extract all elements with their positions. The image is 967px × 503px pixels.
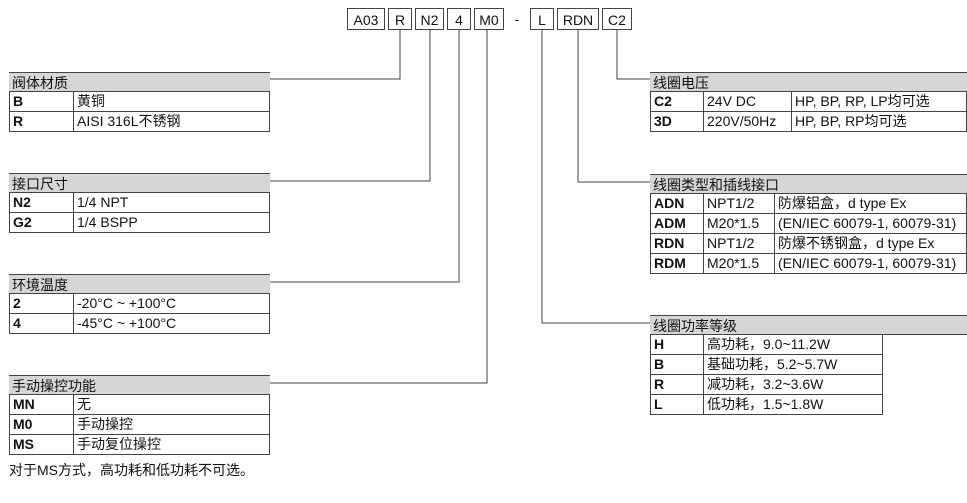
option-code: RDM xyxy=(651,254,704,273)
code-segment-port-size: N2 xyxy=(415,8,444,30)
table-row: MN 无 xyxy=(9,395,270,415)
option-code: G2 xyxy=(10,213,74,232)
option-code: B xyxy=(651,355,704,374)
code-segment-ambient-temp: 4 xyxy=(447,8,471,30)
option-conduit: NPT1/2 xyxy=(704,234,775,253)
table-title: 接口尺寸 xyxy=(9,173,270,193)
option-voltage: 220V/50Hz xyxy=(704,112,792,131)
option-code: 3D xyxy=(651,112,704,131)
option-desc: 黄铜 xyxy=(77,93,105,109)
footnote: 对于MS方式，高功耗和低功耗不可选。 xyxy=(9,462,254,478)
option-code: N2 xyxy=(10,193,74,212)
table-coil-type: 线圈类型和插线接口 ADN NPT1/2 防爆铝盒，d type Ex ADM … xyxy=(650,174,967,274)
table-row: ADM M20*1.5 (EN/IEC 60079-1, 60079-31) xyxy=(650,214,967,234)
code-separator: - xyxy=(514,11,520,27)
option-desc: 1/4 BSPP xyxy=(77,214,138,230)
option-code: ADN xyxy=(651,194,704,213)
table-row: RDM M20*1.5 (EN/IEC 60079-1, 60079-31) xyxy=(650,254,967,274)
option-power-classes: HP, BP, RP, LP均可选 xyxy=(795,93,930,109)
table-title: 线圈类型和插线接口 xyxy=(650,174,967,194)
code-segment-coil-type: RDN xyxy=(557,8,599,30)
option-desc: (EN/IEC 60079-1, 60079-31) xyxy=(778,215,957,231)
table-row: B 黄铜 xyxy=(9,92,270,112)
table-row: 3D 220V/50Hz HP, BP, RP均可选 xyxy=(650,112,967,132)
table-title: 环境温度 xyxy=(9,274,270,294)
option-desc: (EN/IEC 60079-1, 60079-31) xyxy=(778,255,957,271)
table-row: 4 -45°C ~ +100°C xyxy=(9,314,270,334)
table-coil-voltage: 线圈电压 C2 24V DC HP, BP, RP, LP均可选 3D 220V… xyxy=(650,72,967,132)
code-segment-body-material: R xyxy=(388,8,412,30)
option-desc: 1/4 NPT xyxy=(77,194,129,210)
option-code: 2 xyxy=(10,294,74,313)
code-segment-coil-voltage: C2 xyxy=(602,8,632,30)
table-title: 手动操控功能 xyxy=(9,375,270,395)
option-power-classes: HP, BP, RP均可选 xyxy=(795,113,907,129)
table-row: R AISI 316L不锈钢 xyxy=(9,112,270,132)
table-row: N2 1/4 NPT xyxy=(9,193,270,213)
option-desc: 防爆铝盒，d type Ex xyxy=(778,195,907,211)
table-title: 线圈功率等级 xyxy=(650,315,967,335)
option-code: M0 xyxy=(10,415,74,434)
code-segment-series: A03 xyxy=(347,8,385,30)
option-code: R xyxy=(10,112,74,131)
option-code: 4 xyxy=(10,314,74,333)
code-segment-coil-power: L xyxy=(530,8,554,30)
option-desc: AISI 316L不锈钢 xyxy=(77,113,181,129)
connector-coil-voltage xyxy=(616,30,650,80)
option-code: C2 xyxy=(651,92,704,111)
table-body-material: 阀体材质 B 黄铜 R AISI 316L不锈钢 xyxy=(9,72,270,132)
table-row: C2 24V DC HP, BP, RP, LP均可选 xyxy=(650,92,967,112)
option-desc: 无 xyxy=(77,396,91,412)
connector-ambient-temp xyxy=(270,30,460,283)
option-desc: 高功耗，9.0~11.2W xyxy=(707,336,831,352)
option-desc: 减功耗，3.2~3.6W xyxy=(707,376,824,392)
table-coil-power: 线圈功率等级 H 高功耗，9.0~11.2W B 基础功耗，5.2~5.7W R… xyxy=(650,315,967,415)
table-manual-override: 手动操控功能 MN 无 M0 手动操控 MS 手动复位操控 xyxy=(9,375,270,455)
option-code: L xyxy=(651,395,704,414)
connector-coil-power xyxy=(541,30,650,324)
option-desc: 基础功耗，5.2~5.7W xyxy=(707,356,838,372)
connector-coil-type xyxy=(577,30,650,183)
option-code: B xyxy=(10,92,74,111)
option-code: H xyxy=(651,335,704,354)
option-code: MS xyxy=(10,435,74,454)
option-code: ADM xyxy=(651,214,704,233)
table-row: G2 1/4 BSPP xyxy=(9,213,270,233)
table-title: 线圈电压 xyxy=(650,72,967,92)
table-row: H 高功耗，9.0~11.2W xyxy=(650,335,883,355)
table-ambient-temp: 环境温度 2 -20°C ~ +100°C 4 -45°C ~ +100°C xyxy=(9,274,270,334)
option-desc: 低功耗，1.5~1.8W xyxy=(707,396,824,412)
code-segment-manual-override: M0 xyxy=(474,8,504,30)
option-desc: -20°C ~ +100°C xyxy=(77,295,177,311)
option-conduit: M20*1.5 xyxy=(704,214,775,233)
table-row: ADN NPT1/2 防爆铝盒，d type Ex xyxy=(650,194,967,214)
option-conduit: NPT1/2 xyxy=(704,194,775,213)
option-code: RDN xyxy=(651,234,704,253)
option-voltage: 24V DC xyxy=(704,92,792,111)
connector-manual-override xyxy=(270,30,488,384)
option-conduit: M20*1.5 xyxy=(704,254,775,273)
table-row: L 低功耗，1.5~1.8W xyxy=(650,395,883,415)
table-row: RDN NPT1/2 防爆不锈钢盒，d type Ex xyxy=(650,234,967,254)
table-row: B 基础功耗，5.2~5.7W xyxy=(650,355,883,375)
table-port-size: 接口尺寸 N2 1/4 NPT G2 1/4 BSPP xyxy=(9,173,270,233)
table-row: M0 手动操控 xyxy=(9,415,270,435)
table-row: 2 -20°C ~ +100°C xyxy=(9,294,270,314)
option-desc: -45°C ~ +100°C xyxy=(77,315,177,331)
option-desc: 手动复位操控 xyxy=(77,436,161,452)
table-title: 阀体材质 xyxy=(9,72,270,92)
option-code: R xyxy=(651,375,704,394)
table-row: MS 手动复位操控 xyxy=(9,435,270,455)
table-row: R 减功耗，3.2~3.6W xyxy=(650,375,883,395)
connector-port-size xyxy=(270,30,431,182)
option-desc: 手动操控 xyxy=(77,416,133,432)
option-desc: 防爆不锈钢盒，d type Ex xyxy=(778,235,935,251)
option-code: MN xyxy=(10,395,74,414)
connector-body-material xyxy=(270,30,401,80)
